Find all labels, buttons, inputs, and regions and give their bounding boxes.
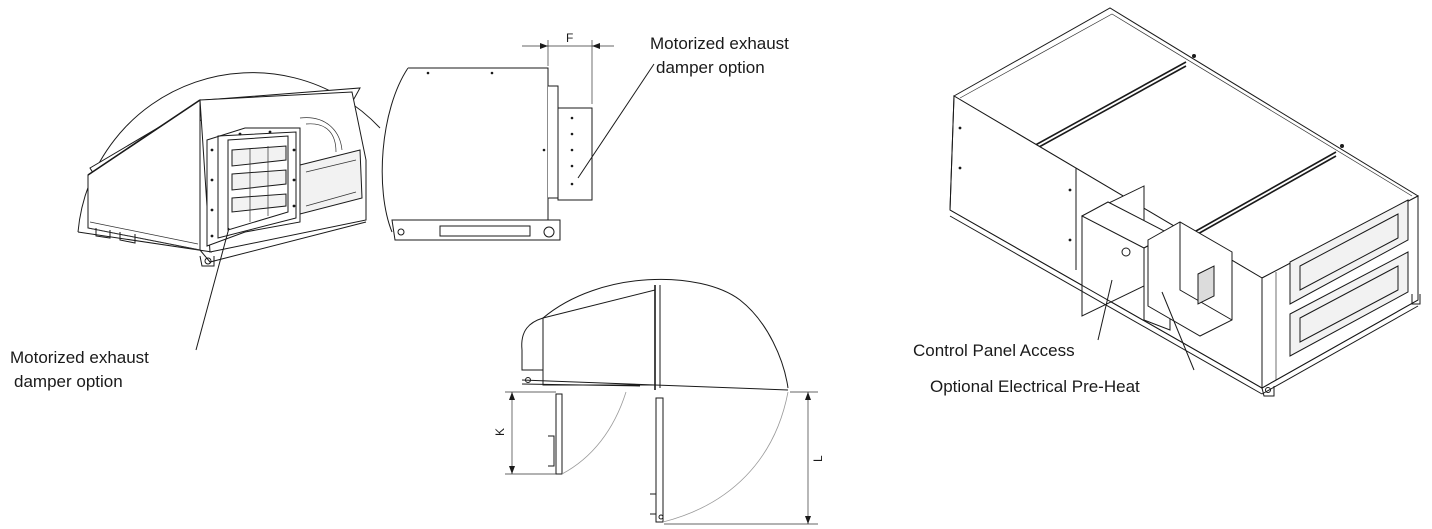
control-panel-label: Control Panel Access — [913, 341, 1075, 360]
preheat-label: Optional Electrical Pre-Heat — [930, 377, 1140, 396]
damper-right-leader — [577, 63, 655, 179]
dimension-k-label: K — [493, 428, 507, 436]
damper-louvers — [231, 145, 287, 222]
damper-right-label-line2: damper option — [656, 58, 765, 77]
dimension-k: K — [493, 391, 556, 475]
dimension-l-label: L — [811, 455, 825, 462]
side-view-boundary-arc — [381, 67, 409, 233]
dimension-f-label: F — [566, 31, 573, 45]
damper-left-label-line2: damper option — [14, 372, 123, 391]
dimension-l: L — [664, 391, 825, 525]
preheat-leader — [1161, 291, 1195, 371]
damper-isometric-detail: Motorized exhaust damper option — [10, 72, 381, 391]
door-swing-view: K L — [493, 278, 825, 525]
dimension-f: F — [522, 31, 614, 104]
damper-side-view: F Motorized exhaust damper option — [381, 31, 789, 241]
door-swing-boundary-arc — [542, 278, 789, 389]
unit-isometric-view: Control Panel Access Optional Electrical… — [913, 7, 1421, 397]
damper-left-label-line1: Motorized exhaust — [10, 348, 149, 367]
damper-right-label-line1: Motorized exhaust — [650, 34, 789, 53]
preheat-box — [1147, 221, 1233, 337]
unit-grilles — [1275, 199, 1409, 380]
damper-left-leader — [195, 227, 230, 351]
control-panel-leader — [1097, 279, 1113, 341]
